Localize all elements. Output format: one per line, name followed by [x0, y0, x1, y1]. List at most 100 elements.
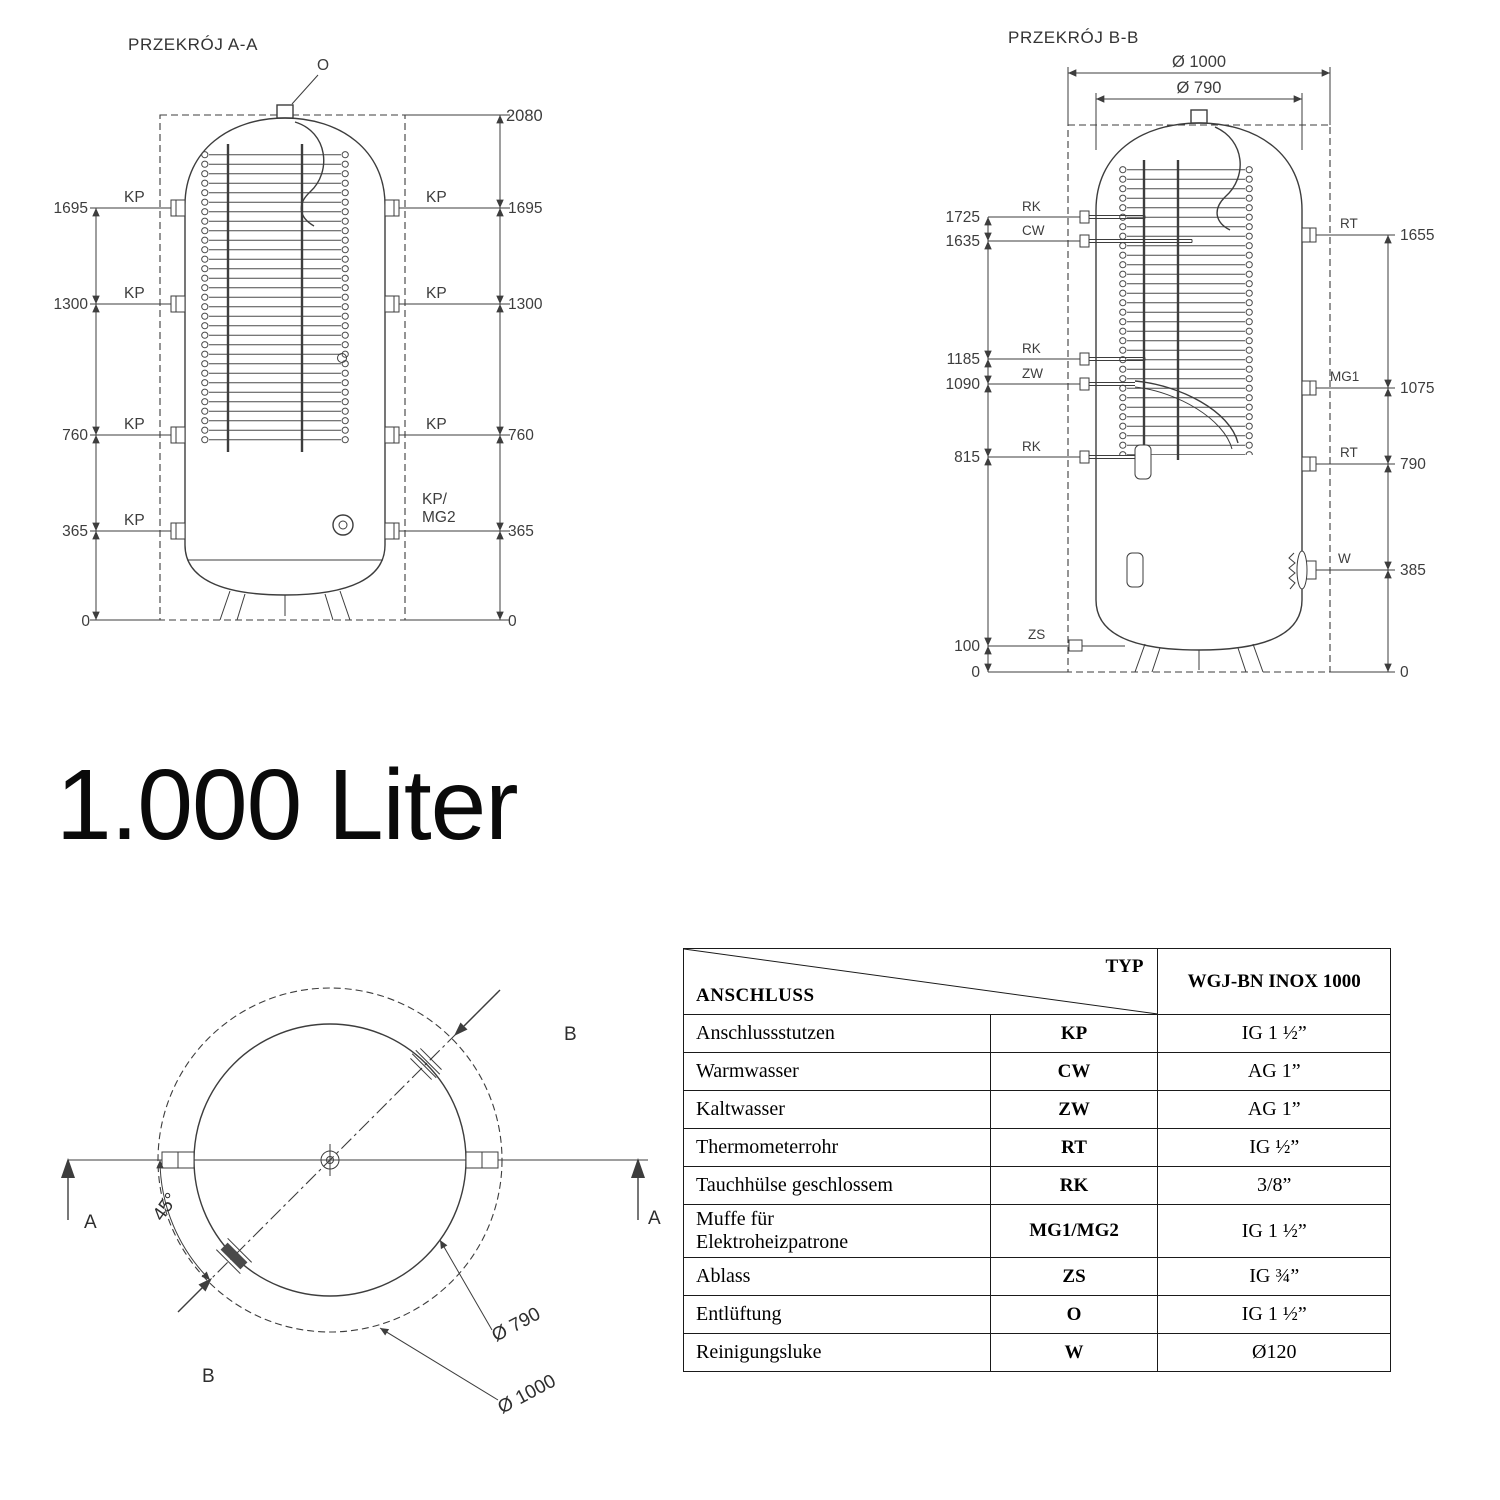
flange-b-bottom: [215, 1237, 253, 1275]
table-row: Thermometerrohr RT IG ½”: [683, 1128, 1391, 1167]
angle-label: 45°: [149, 1189, 183, 1225]
connection-code: RK: [989, 1166, 1159, 1205]
label-rk: RK: [1022, 439, 1041, 454]
port-label-kp: KP: [426, 189, 447, 206]
dim-1075: 1075: [1400, 380, 1434, 397]
dimension-lines-aa-right: [399, 114, 510, 621]
dia-790-label-topview: Ø 790: [488, 1304, 544, 1347]
leader-dia-1000: [379, 1327, 499, 1401]
port-label-kp: KP: [124, 189, 145, 206]
label-rt: RT: [1340, 216, 1358, 231]
leader-dia-790: [439, 1239, 493, 1331]
dim-1090: 1090: [946, 376, 981, 393]
connection-name: Entlüftung: [683, 1295, 991, 1334]
port-label-kp: KP: [124, 416, 145, 433]
arrow-b-bottom-shaft: [177, 1287, 203, 1313]
ports-aa: [170, 199, 400, 540]
vent-leader-line: [291, 74, 319, 105]
table-row: Tauchhülse geschlossem RK 3/8”: [683, 1166, 1391, 1205]
dimension-lines-bb-left: [984, 216, 1080, 673]
connection-name-line1: Muffe für: [696, 1208, 774, 1230]
dim-1695-right: 1695: [508, 200, 542, 217]
table-header-row: TYP ANSCHLUSS WGJ-BN INOX 1000: [682, 948, 1391, 1015]
label-rk: RK: [1022, 341, 1041, 356]
arrow-b-top-head: [454, 1022, 468, 1036]
dia-1000-label: Ø 1000: [1172, 53, 1226, 71]
connection-value: AG 1”: [1157, 1090, 1391, 1129]
label-rt: RT: [1340, 445, 1358, 460]
top-nozzle-bb: [1190, 109, 1208, 124]
mg2-port-circle: [332, 514, 354, 536]
table-row: Entlüftung O IG 1 ½”: [683, 1295, 1391, 1334]
label-b-bottom: B: [202, 1366, 215, 1387]
header-typ: TYP: [1105, 956, 1144, 977]
arrow-b-top-shaft: [463, 989, 501, 1027]
connection-name-line2: Elektroheizpatrone: [696, 1231, 849, 1253]
vent-label: O: [317, 57, 329, 74]
label-a-right: A: [648, 1208, 661, 1229]
header-diagonal-line: [684, 949, 1157, 1014]
connection-name: Ablass: [683, 1257, 991, 1296]
label-w: W: [1338, 551, 1351, 566]
dim-100: 100: [954, 638, 980, 655]
dim-2080: 2080: [506, 107, 543, 125]
table-row: Warmwasser CW AG 1”: [683, 1052, 1391, 1091]
table-row: Kaltwasser ZW AG 1”: [683, 1090, 1391, 1129]
connection-name: Tauchhülse geschlossem: [683, 1166, 991, 1205]
dim-0-left: 0: [81, 613, 90, 630]
header-anschluss: ANSCHLUSS: [696, 985, 815, 1006]
label-zw: ZW: [1022, 366, 1043, 381]
dimension-dia-790: [1095, 93, 1303, 150]
label-mg1: MG1: [1330, 369, 1359, 384]
connection-code: ZS: [989, 1257, 1159, 1296]
connection-value: IG ½”: [1157, 1128, 1391, 1167]
dimension-lines-bb-right: [1316, 234, 1395, 673]
section-bb-title: PRZEKRÓJ B-B: [1008, 28, 1139, 47]
connection-name: Kaltwasser: [683, 1090, 991, 1129]
dim-1300-left: 1300: [54, 296, 89, 313]
spec-table: TYP ANSCHLUSS WGJ-BN INOX 1000 Anschluss…: [682, 948, 1391, 1372]
dim-385: 385: [1400, 562, 1426, 579]
port-label-kp-mg2: KP/: [422, 491, 448, 508]
corrugated-coil-bb: [1116, 165, 1256, 455]
connection-table: TYP ANSCHLUSS WGJ-BN INOX 1000 Anschluss…: [682, 948, 1391, 1372]
dim-815: 815: [954, 449, 980, 466]
header-anschluss-typ-cell: TYP ANSCHLUSS: [682, 948, 1159, 1015]
port-label-kp-mg2: MG2: [422, 509, 456, 526]
coil-outlet-pipe-bb-2: [1134, 386, 1233, 450]
connection-value: 3/8”: [1157, 1166, 1391, 1205]
connection-code: RT: [989, 1128, 1159, 1167]
tank-feet-bb: [1134, 643, 1264, 673]
connection-value: IG 1 ½”: [1157, 1295, 1391, 1334]
header-model: WGJ-BN INOX 1000: [1157, 948, 1391, 1015]
table-row: Ablass ZS IG ¾”: [683, 1257, 1391, 1296]
dim-1695-left: 1695: [54, 200, 88, 217]
connection-name: Thermometerrohr: [683, 1128, 991, 1167]
arrow-a-right-head: [631, 1158, 645, 1178]
tank-feet-aa: [219, 590, 351, 621]
interior-brackets-bb: [1126, 444, 1152, 588]
connection-code: MG1/MG2: [989, 1204, 1159, 1258]
dim-1725: 1725: [946, 209, 980, 226]
dim-790: 790: [1400, 456, 1426, 473]
left-pipes-bb: [1068, 210, 1193, 652]
connection-code: O: [989, 1295, 1159, 1334]
label-cw: CW: [1022, 223, 1045, 238]
coil-end-hook-aa: [337, 353, 347, 363]
tank-outline-bb: [1095, 122, 1303, 651]
arrow-a-left-head: [61, 1158, 75, 1178]
dia-1000-label-topview: Ø 1000: [494, 1371, 559, 1419]
port-label-kp: KP: [426, 416, 447, 433]
port-label-kp: KP: [426, 285, 447, 302]
label-b-top: B: [564, 1024, 577, 1045]
volume-label: 1.000 Liter: [56, 749, 519, 861]
top-view-drawing: B B A A 45° Ø 790 Ø 1000: [61, 987, 661, 1419]
port-label-kp: KP: [124, 512, 145, 529]
dim-760-right: 760: [508, 427, 534, 444]
connection-code: ZW: [989, 1090, 1159, 1129]
right-ports-bb: [1288, 227, 1317, 590]
coil-inlet-pipe-bb: [1214, 126, 1241, 231]
port-label-kp: KP: [124, 285, 145, 302]
dim-1300-right: 1300: [508, 296, 543, 313]
connection-value: AG 1”: [1157, 1052, 1391, 1091]
